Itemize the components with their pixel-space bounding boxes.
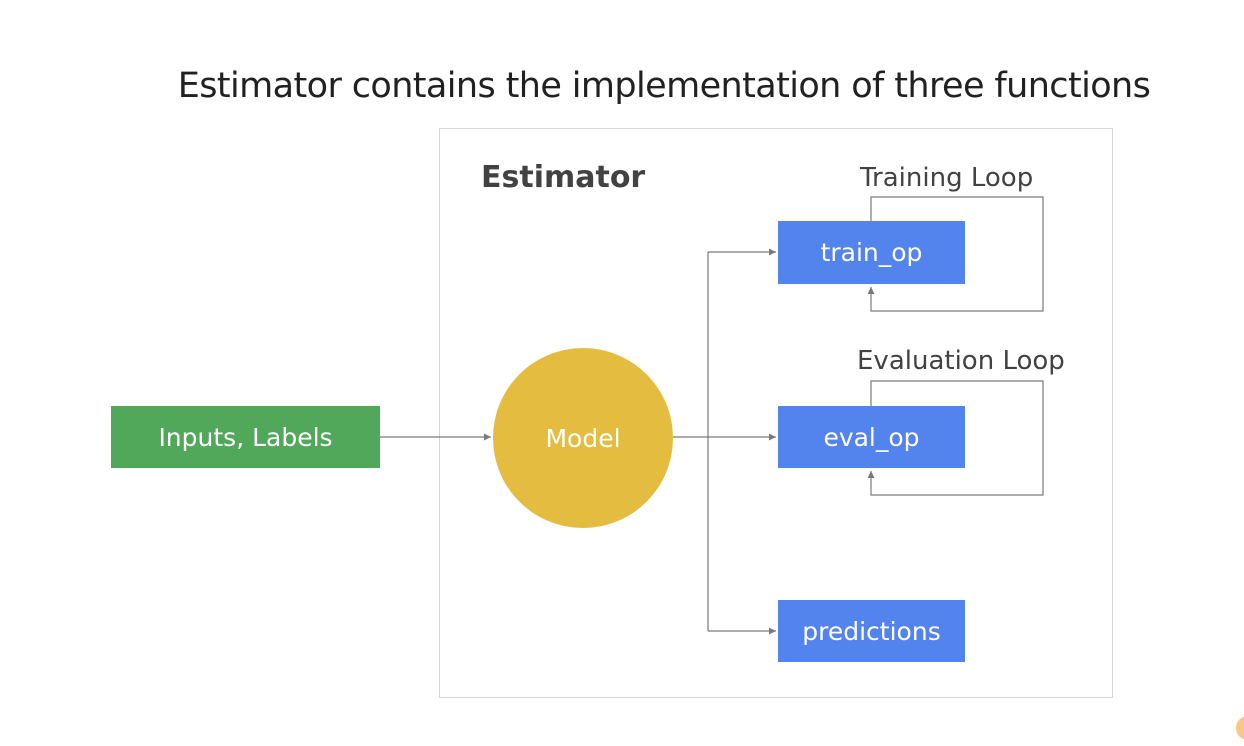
predictions-box: predictions — [778, 600, 965, 662]
eval-op-box: eval_op — [778, 406, 965, 468]
train-op-box: train_op — [778, 221, 965, 284]
evaluation-loop-label: Evaluation Loop — [857, 346, 1065, 376]
training-loop-label: Training Loop — [860, 163, 1034, 193]
slide-title: Estimator contains the implementation of… — [177, 66, 1151, 106]
inputs-labels-box: Inputs, Labels — [111, 406, 380, 468]
estimator-label: Estimator — [481, 160, 646, 195]
corner-indicator — [1236, 716, 1244, 740]
model-circle: Model — [493, 348, 673, 528]
